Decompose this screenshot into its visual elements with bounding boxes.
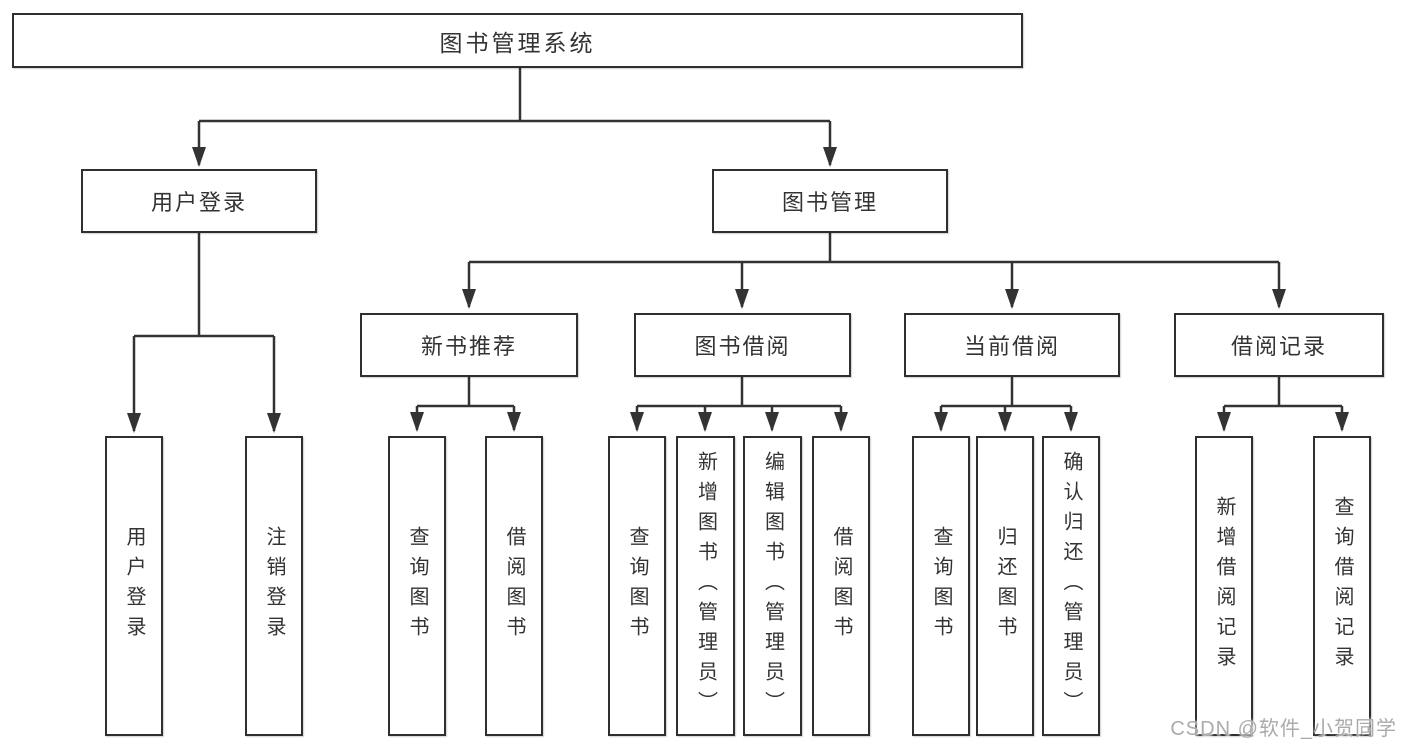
node-logout: 注销登录 (245, 436, 303, 736)
node-confirm-return-admin: 确认归还（管理员） (1042, 436, 1100, 736)
node-label: 查询图书 (626, 526, 648, 646)
node-label: 借阅记录 (1230, 334, 1327, 359)
node-user-login-branch: 用户登录 (81, 169, 317, 233)
node-label: 用户登录 (150, 190, 247, 215)
node-borrowing-records: 借阅记录 (1174, 313, 1384, 377)
csdn-watermark: CSDN @软件_小贺同学 (1170, 718, 1397, 740)
node-label: 图书管理系统 (439, 29, 596, 56)
node-borrow-books: 借阅图书 (812, 436, 870, 736)
node-label: 借阅图书 (830, 526, 852, 646)
node-query-books-borrowing: 查询图书 (608, 436, 666, 736)
node-edit-books-admin: 编辑图书（管理员） (743, 436, 802, 736)
node-label: 图书借阅 (694, 334, 791, 359)
node-current-borrowing: 当前借阅 (904, 313, 1120, 377)
node-borrow-books-recommend: 借阅图书 (485, 436, 543, 736)
edge-current-borrowing-trunk (941, 377, 1071, 408)
node-label: 新增借阅记录 (1213, 496, 1235, 676)
node-label: 新书推荐 (420, 334, 517, 359)
edge-borrow-records-trunk (1224, 377, 1342, 408)
edge-book-management-trunk (469, 233, 1279, 264)
node-label: 查询图书 (406, 526, 428, 646)
node-label: 查询图书 (930, 526, 952, 646)
node-book-borrowing: 图书借阅 (634, 313, 851, 377)
node-label: 编辑图书（管理员） (761, 451, 784, 721)
node-label: 查询借阅记录 (1331, 496, 1353, 676)
node-library-management-system: 图书管理系统 (12, 13, 1023, 68)
node-query-books-current: 查询图书 (912, 436, 970, 736)
node-user-login-leaf: 用户登录 (105, 436, 163, 736)
node-book-management: 图书管理 (712, 169, 948, 233)
edge-new-book-trunk (417, 377, 514, 408)
node-label: 新增图书（管理员） (694, 451, 717, 721)
node-label: 图书管理 (781, 190, 878, 215)
edge-root-trunk (199, 68, 830, 123)
node-label: 注销登录 (263, 526, 285, 646)
node-label: 借阅图书 (503, 526, 525, 646)
node-label: 归还图书 (994, 526, 1016, 646)
node-add-borrow-record: 新增借阅记录 (1195, 436, 1253, 736)
node-label: 当前借阅 (963, 334, 1060, 359)
edge-user-login-trunk (134, 233, 274, 338)
node-new-book-recommend: 新书推荐 (360, 313, 578, 377)
node-add-books-admin: 新增图书（管理员） (676, 436, 735, 736)
edge-book-borrowing-trunk (637, 377, 841, 408)
node-query-borrow-record: 查询借阅记录 (1313, 436, 1371, 736)
node-label: 用户登录 (123, 526, 145, 646)
node-return-books: 归还图书 (976, 436, 1034, 736)
node-query-books-recommend: 查询图书 (388, 436, 446, 736)
node-label: 确认归还（管理员） (1060, 451, 1082, 721)
